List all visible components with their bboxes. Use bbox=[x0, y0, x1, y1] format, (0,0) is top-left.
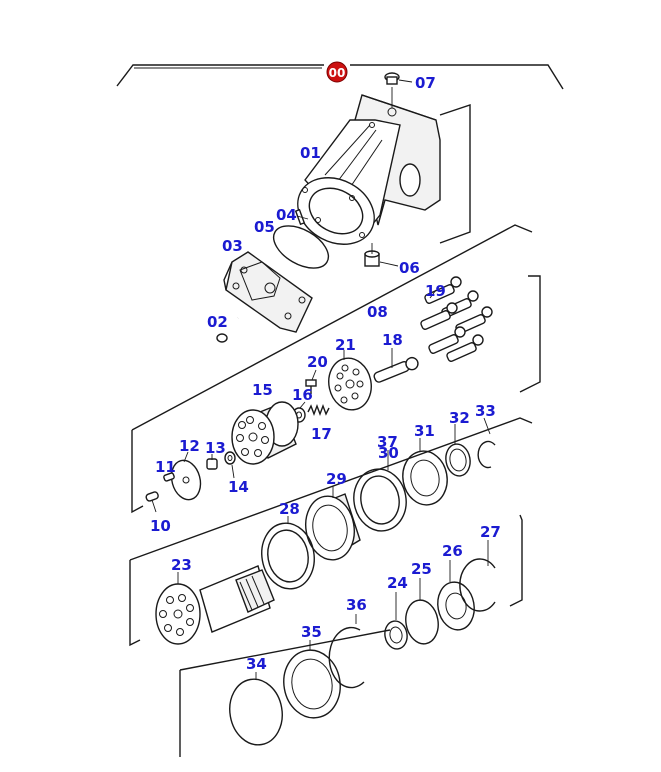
assembly-badge-text: 00 bbox=[329, 66, 346, 80]
label-part-27[interactable]: 27 bbox=[480, 523, 501, 541]
label-part-21[interactable]: 21 bbox=[335, 336, 356, 354]
label-part-11[interactable]: 11 bbox=[155, 458, 176, 476]
label-part-18[interactable]: 18 bbox=[382, 331, 403, 349]
part-labels: 01 02 03 04 05 06 07 08 10 11 12 13 14 1… bbox=[150, 74, 501, 673]
part-16-17-20-drawing bbox=[292, 369, 330, 423]
bottom-group-frame bbox=[179, 629, 391, 757]
label-part-08[interactable]: 08 bbox=[367, 303, 388, 321]
part-28-29-drawing bbox=[261, 486, 361, 590]
label-part-37[interactable]: 37 bbox=[377, 433, 398, 451]
label-part-30[interactable]: 30 bbox=[378, 444, 399, 462]
label-part-12[interactable]: 12 bbox=[179, 437, 200, 455]
part-30-33-drawing bbox=[353, 417, 496, 532]
label-part-15[interactable]: 15 bbox=[252, 381, 273, 399]
label-part-10[interactable]: 10 bbox=[150, 517, 171, 535]
label-part-17[interactable]: 17 bbox=[311, 425, 332, 443]
label-part-28[interactable]: 28 bbox=[279, 500, 300, 518]
part-19-pistons-drawing bbox=[420, 276, 493, 362]
label-part-19[interactable]: 19 bbox=[425, 282, 446, 300]
label-part-26[interactable]: 26 bbox=[442, 542, 463, 560]
label-part-29[interactable]: 29 bbox=[326, 470, 347, 488]
label-part-05[interactable]: 05 bbox=[254, 218, 275, 236]
label-part-20[interactable]: 20 bbox=[307, 353, 328, 371]
label-part-31[interactable]: 31 bbox=[414, 422, 435, 440]
part-10-14-drawing bbox=[145, 451, 236, 513]
part-01-housing-drawing bbox=[297, 87, 441, 245]
housing-group-frame bbox=[116, 64, 564, 244]
label-part-13[interactable]: 13 bbox=[205, 439, 226, 457]
label-part-35[interactable]: 35 bbox=[301, 623, 322, 641]
part-06-screw-drawing bbox=[364, 243, 399, 267]
assembly-badge[interactable]: 00 bbox=[326, 61, 348, 83]
label-part-32[interactable]: 32 bbox=[449, 409, 470, 427]
part-18-center-pin-drawing bbox=[373, 348, 419, 383]
label-part-06[interactable]: 06 bbox=[399, 259, 420, 277]
part-23-drive-shaft-drawing bbox=[155, 565, 275, 645]
part-04-05-drawing bbox=[272, 208, 330, 269]
rotary-group-frame bbox=[131, 224, 541, 514]
label-part-33[interactable]: 33 bbox=[475, 402, 496, 420]
label-part-23[interactable]: 23 bbox=[171, 556, 192, 574]
label-part-16[interactable]: 16 bbox=[292, 386, 313, 404]
label-part-14[interactable]: 14 bbox=[228, 478, 249, 496]
label-part-07[interactable]: 07 bbox=[415, 74, 436, 92]
label-part-01[interactable]: 01 bbox=[300, 144, 321, 162]
label-part-04[interactable]: 04 bbox=[276, 206, 297, 224]
part-03-port-plate-drawing bbox=[223, 251, 313, 333]
label-part-02[interactable]: 02 bbox=[207, 313, 228, 331]
label-part-34[interactable]: 34 bbox=[246, 655, 267, 673]
part-15-cylinder-block-drawing bbox=[231, 401, 299, 465]
label-part-24[interactable]: 24 bbox=[387, 574, 408, 592]
part-24-27-drawing bbox=[384, 540, 496, 650]
part-07-plug-drawing bbox=[384, 72, 413, 85]
label-part-36[interactable]: 36 bbox=[346, 596, 367, 614]
part-21-retainer-plate-drawing bbox=[328, 350, 372, 411]
label-part-03[interactable]: 03 bbox=[222, 237, 243, 255]
part-02-bolt-drawing bbox=[216, 317, 239, 343]
part-34-36-drawing bbox=[229, 614, 365, 746]
shaft-group-frame bbox=[129, 417, 533, 647]
label-part-25[interactable]: 25 bbox=[411, 560, 432, 578]
